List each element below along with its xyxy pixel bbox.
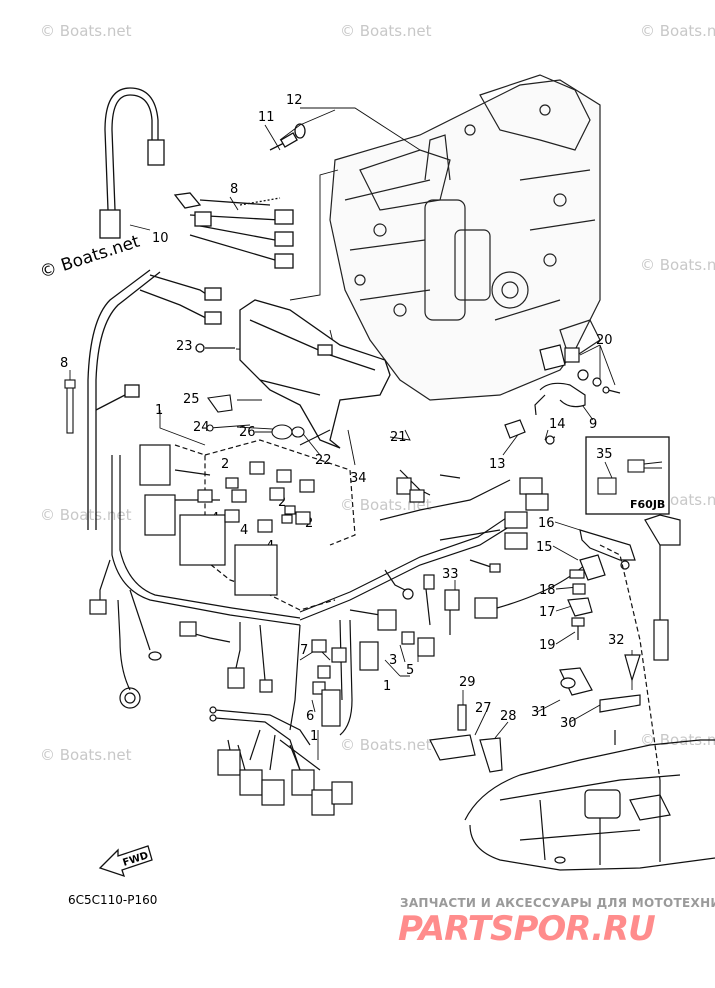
inset-variant-label: F60JB bbox=[630, 498, 665, 511]
callout-13: 13 bbox=[489, 457, 506, 472]
watermark-prominent: © Boats.net bbox=[37, 232, 142, 283]
callout-1: 1 bbox=[155, 403, 163, 418]
watermark-text: © Boats.net bbox=[340, 496, 432, 514]
callout-23: 23 bbox=[176, 339, 193, 354]
callout-8: 8 bbox=[230, 182, 238, 197]
callout-10: 10 bbox=[152, 231, 169, 246]
callout-24: 24 bbox=[193, 420, 210, 435]
callout-15: 15 bbox=[536, 540, 553, 555]
callout-33: 33 bbox=[442, 567, 459, 582]
callout-16: 16 bbox=[538, 516, 555, 531]
callout-17: 17 bbox=[539, 605, 556, 620]
brand-subtitle: ЗАПЧАСТИ И АКСЕССУАРЫ ДЛЯ МОТОТЕХНИКИ bbox=[400, 896, 715, 910]
callout-5: 5 bbox=[406, 663, 414, 678]
callout-7: 7 bbox=[300, 643, 308, 658]
callout-8: 8 bbox=[60, 356, 68, 371]
callout-29: 29 bbox=[459, 675, 476, 690]
watermark-text: © Boats.net bbox=[40, 746, 132, 764]
inset-box: 35 F60JB bbox=[585, 436, 670, 515]
throttle-group bbox=[559, 514, 681, 713]
mount-bracket bbox=[429, 704, 503, 773]
callout-30: 30 bbox=[560, 716, 577, 731]
callout-25: 25 bbox=[183, 392, 200, 407]
small-parts-group bbox=[206, 394, 331, 446]
bracket-switch-group bbox=[567, 529, 636, 640]
callout-20: 20 bbox=[596, 333, 613, 348]
watermark-text: © Boats.net bbox=[40, 22, 132, 40]
callout-31: 31 bbox=[531, 705, 548, 720]
main-harness bbox=[111, 439, 356, 626]
callout-4: 4 bbox=[240, 523, 248, 538]
callout-28: 28 bbox=[500, 709, 517, 724]
callout-34: 34 bbox=[350, 471, 367, 486]
callout-1: 1 bbox=[310, 729, 318, 744]
callout-2: 2 bbox=[278, 495, 286, 510]
watermark-text: © Boats.net bbox=[640, 256, 715, 274]
watermark-text: © Boats.net bbox=[340, 22, 432, 40]
callout-2: 2 bbox=[221, 457, 229, 472]
callout-32: 32 bbox=[608, 633, 625, 648]
cable-tie bbox=[64, 379, 76, 434]
callout-3: 3 bbox=[389, 653, 397, 668]
connector-cluster bbox=[209, 706, 353, 816]
callout-11: 11 bbox=[258, 110, 275, 125]
callout-21: 21 bbox=[390, 430, 407, 445]
callout-9: 9 bbox=[589, 417, 597, 432]
watermark-text: © Boats.net bbox=[40, 506, 132, 524]
callout-27: 27 bbox=[475, 701, 492, 716]
watermark-text: © Boats.net bbox=[640, 22, 715, 40]
callout-35: 35 bbox=[596, 447, 613, 462]
callout-1: 1 bbox=[383, 679, 391, 694]
engine-block bbox=[329, 74, 601, 401]
brand-name: PARTSPOR.RU bbox=[398, 909, 655, 949]
callout-26: 26 bbox=[239, 425, 256, 440]
watermark-text: © Boats.net bbox=[340, 736, 432, 754]
callout-12: 12 bbox=[286, 93, 303, 108]
sensor-group-right bbox=[504, 344, 621, 445]
callout-19: 19 bbox=[539, 638, 556, 653]
lower-cowling bbox=[464, 544, 715, 871]
top-harness bbox=[87, 87, 306, 530]
fwd-arrow: FWD bbox=[98, 845, 153, 878]
drawing-code: 6C5C110-P160 bbox=[68, 893, 157, 907]
wiring-cover bbox=[195, 299, 391, 449]
callout-18: 18 bbox=[539, 583, 556, 598]
callout-6: 6 bbox=[306, 709, 314, 724]
lower-wiring bbox=[89, 469, 591, 736]
callout-14: 14 bbox=[549, 417, 566, 432]
